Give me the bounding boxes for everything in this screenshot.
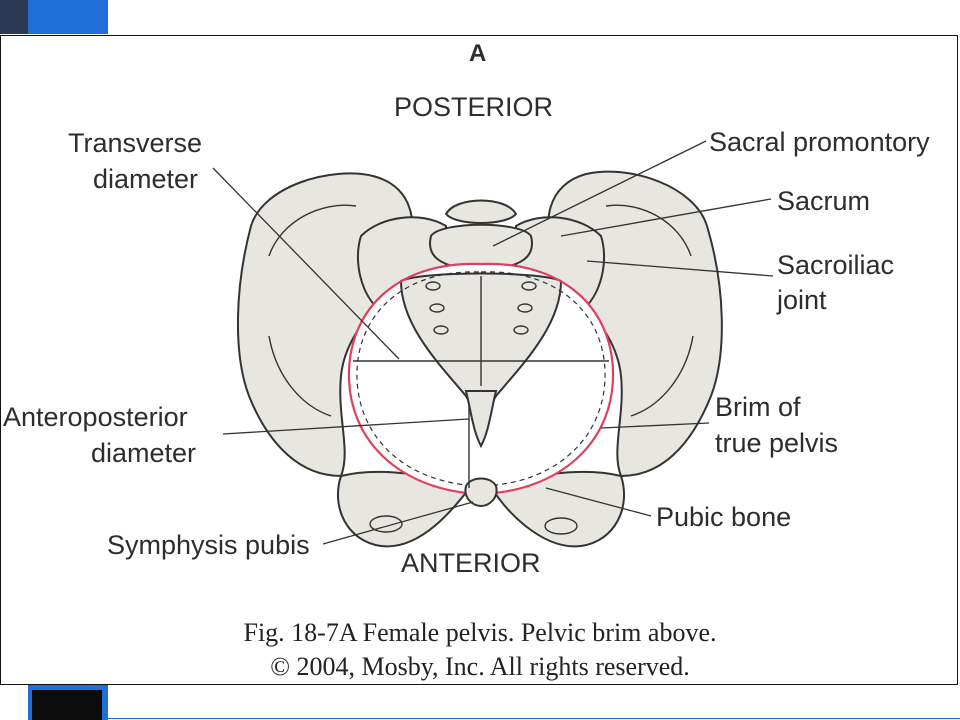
sacral-promontory-shape	[429, 223, 533, 271]
symphysis-pubis-shape	[464, 477, 498, 508]
anterior-label: ANTERIOR	[401, 548, 541, 578]
figure-panel: A POSTERIOR ANTERIOR Transverse diameter…	[0, 35, 958, 685]
leader-brim-of-true-pelvis	[600, 422, 710, 429]
figure-caption-line1: Fig. 18-7A Female pelvis. Pelvic brim ab…	[243, 618, 717, 647]
symphysis-pubis-label: Symphysis pubis	[107, 530, 310, 560]
transverse-diameter-label-line1: Transverse	[68, 128, 203, 158]
leader-pubic-bone	[545, 487, 652, 517]
transverse-diameter-label-line2: diameter	[93, 164, 199, 194]
sacrum-label: Sacrum	[777, 186, 871, 216]
brim-of-true-pelvis-label-line2: true pelvis	[715, 428, 839, 458]
leader-sacroiliac-joint	[586, 260, 774, 277]
anteroposterior-diameter-label-line1: Anteroposterior	[3, 402, 188, 432]
leader-anteroposterior-diameter	[222, 418, 470, 435]
slide-top-accent	[28, 0, 108, 34]
slide-bottom-decoration	[32, 690, 102, 720]
pubic-bone-label: Pubic bone	[656, 502, 792, 532]
sacroiliac-joint-label-line2: joint	[777, 285, 827, 315]
leader-sacrum	[560, 198, 772, 237]
leader-transverse-diameter	[212, 167, 400, 360]
figure-caption-line2: © 2004, Mosby, Inc. All rights reserved.	[270, 652, 690, 681]
sacral-promontory-label: Sacral promontory	[709, 127, 930, 157]
slide-corner-decoration	[0, 0, 30, 34]
leader-symphysis-pubis	[322, 501, 474, 545]
sacroiliac-joint-label-line1: Sacroiliac	[777, 250, 895, 280]
brim-of-true-pelvis-label-line1: Brim of	[715, 392, 801, 422]
leader-sacral-promontory	[492, 140, 707, 247]
posterior-label: POSTERIOR	[394, 92, 554, 122]
anteroposterior-diameter-label-line2: diameter	[91, 438, 197, 468]
pelvis-illustration	[212, 140, 774, 548]
slide-bottom-rule	[106, 718, 960, 719]
panel-letter: A	[469, 40, 487, 67]
